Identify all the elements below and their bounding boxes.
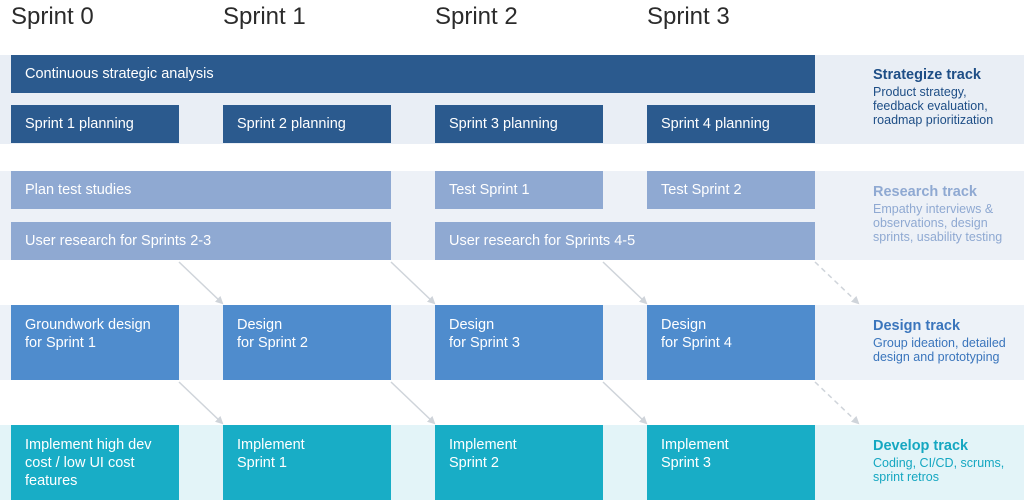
develop-track-label: Develop track Coding, CI/CD, scrums, spr… [873,437,1023,484]
design-sprint-4: Design for Sprint 4 [647,305,815,380]
implement-sprint-3: Implement Sprint 3 [647,425,815,500]
arrow-research-to-design-4 [814,261,860,305]
design-track-desc: Group ideation, detailed design and prot… [873,336,1006,364]
sprint-1-planning: Sprint 1 planning [11,105,179,143]
design-sprint-2: Design for Sprint 2 [223,305,391,380]
user-research-sprints-2-3: User research for Sprints 2-3 [11,222,391,260]
design-track-label: Design track Group ideation, detailed de… [873,317,1023,364]
strategize-track-label: Strategize track Product strategy, feedb… [873,66,1023,127]
strategize-track-title: Strategize track [873,67,981,83]
sprint-3-planning: Sprint 3 planning [435,105,603,143]
design-track-title: Design track [873,318,961,334]
plan-test-studies: Plan test studies [11,171,391,209]
arrow-design-to-develop-4 [814,381,860,425]
arrow-research-to-design-3 [602,261,648,305]
test-sprint-2: Test Sprint 2 [647,171,815,209]
sprint-2-planning: Sprint 2 planning [223,105,391,143]
arrow-research-to-design-2 [390,261,436,305]
implement-high-dev-cost: Implement high dev cost / low UI cost fe… [11,425,179,500]
implement-sprint-2: Implement Sprint 2 [435,425,603,500]
research-track-title: Research track [873,184,977,200]
sprint-2-header: Sprint 2 [435,3,518,30]
develop-track-desc: Coding, CI/CD, scrums, sprint retros [873,456,1005,484]
arrow-design-to-develop-1 [178,381,224,425]
sprint-4-planning: Sprint 4 planning [647,105,815,143]
arrow-design-to-develop-2 [390,381,436,425]
continuous-strategic-analysis: Continuous strategic analysis [11,55,815,93]
test-sprint-1: Test Sprint 1 [435,171,603,209]
groundwork-design-sprint-1: Groundwork design for Sprint 1 [11,305,179,380]
research-track-label: Research track Empathy interviews & obse… [873,183,1023,244]
sprint-1-header: Sprint 1 [223,3,306,30]
develop-track-title: Develop track [873,438,969,454]
research-track-desc: Empathy interviews & observations, desig… [873,202,1003,244]
implement-sprint-1: Implement Sprint 1 [223,425,391,500]
arrow-design-to-develop-3 [602,381,648,425]
strategize-track-desc: Product strategy, feedback evaluation, r… [873,85,994,127]
sprint-0-header: Sprint 0 [11,3,94,30]
user-research-sprints-4-5: User research for Sprints 4-5 [435,222,815,260]
arrow-research-to-design-1 [178,261,224,305]
design-sprint-3: Design for Sprint 3 [435,305,603,380]
sprint-3-header: Sprint 3 [647,3,730,30]
